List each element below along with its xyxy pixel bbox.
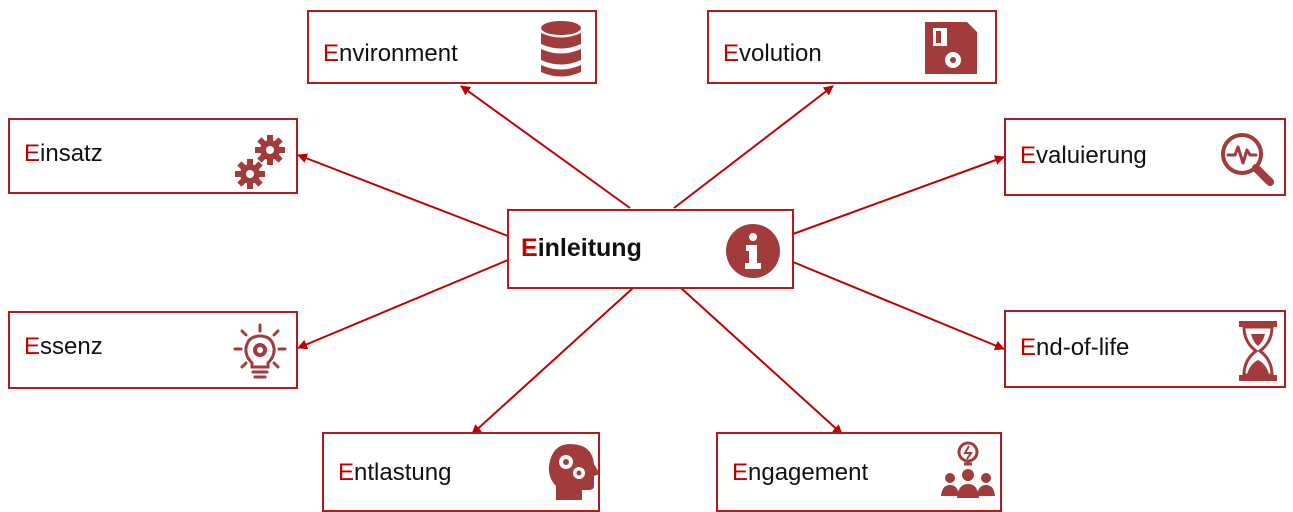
arrow-to-environment [460, 85, 631, 209]
node-einleitung[interactable]: Einleitung [507, 209, 794, 289]
arrow-to-essenz [297, 259, 509, 350]
arrow-to-end-of-life [792, 261, 1005, 351]
head-gears-icon [548, 444, 600, 500]
lightbulb-gear-icon [233, 323, 287, 379]
magnifier-pulse-icon [1221, 133, 1274, 186]
floppy-disk-icon [925, 22, 977, 74]
node-label: Einsatz [24, 140, 103, 167]
node-label: Essenz [24, 333, 103, 360]
node-label: Evaluierung [1020, 142, 1147, 169]
node-essenz[interactable]: Essenz [8, 311, 298, 389]
arrow-to-evolution [673, 85, 834, 209]
arrow-to-entlastung [471, 287, 634, 435]
hourglass-icon [1239, 321, 1277, 381]
arrow-to-einsatz [297, 153, 509, 237]
gears-icon [235, 135, 285, 189]
node-label: Evolution [723, 40, 822, 67]
node-label: Entlastung [338, 459, 452, 486]
node-label: End-of-life [1020, 334, 1130, 361]
arrow-to-engagement [680, 287, 843, 435]
info-icon [726, 224, 780, 278]
node-einsatz[interactable]: Einsatz [8, 118, 298, 194]
node-end-of-life[interactable]: End-of-life [1004, 310, 1286, 388]
node-label: Environment [323, 40, 458, 67]
node-evolution[interactable]: Evolution [707, 10, 997, 84]
node-label: Engagement [732, 459, 869, 486]
node-label: Einleitung [521, 234, 642, 262]
node-evaluierung[interactable]: Evaluierung [1004, 118, 1286, 196]
database-icon [541, 21, 581, 77]
node-entlastung[interactable]: Entlastung [322, 432, 600, 512]
team-idea-icon [941, 441, 995, 498]
node-environment[interactable]: Environment [307, 10, 597, 84]
node-engagement[interactable]: Engagement [716, 432, 1002, 512]
arrow-to-evaluierung [792, 155, 1005, 235]
